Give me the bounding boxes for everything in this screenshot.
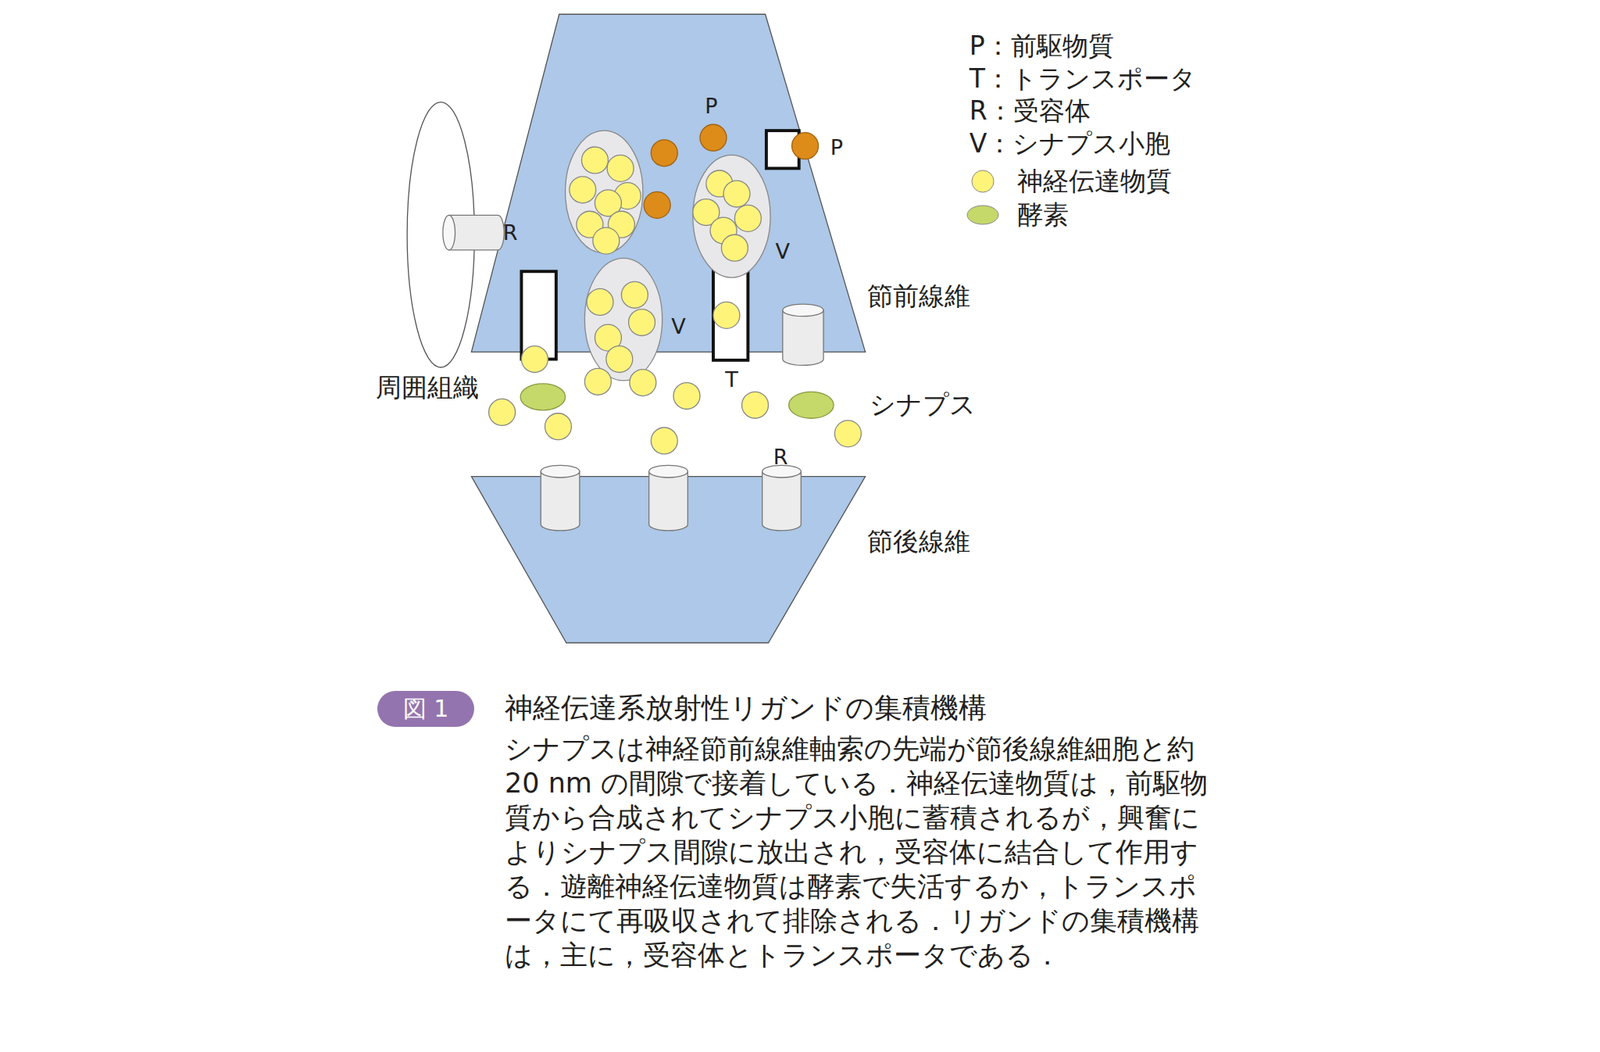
neurotransmitter-dot <box>584 367 611 395</box>
legend-text: V：シナプス小胞 <box>969 128 1172 160</box>
legend-text: R：受容体 <box>969 96 1091 128</box>
synaptic-vesicle <box>692 154 771 278</box>
transporter <box>713 267 748 361</box>
part-name: シナプス <box>869 389 976 421</box>
legend-swatch <box>971 170 994 193</box>
receptor <box>449 214 505 250</box>
receptor-opening <box>540 464 580 478</box>
neurotransmitter-dot <box>581 146 608 174</box>
receptor-opening <box>782 303 824 317</box>
neurotransmitter-dot <box>723 180 750 208</box>
neurotransmitter-dot <box>673 382 700 410</box>
legend-text: 神経伝達物質 <box>1017 166 1172 198</box>
neurotransmitter-dot <box>734 204 761 232</box>
neurotransmitter-dot <box>721 234 748 261</box>
receptor-opening <box>649 464 689 478</box>
neurotransmitter-dot <box>586 288 614 315</box>
synaptic-vesicle <box>584 257 662 381</box>
receptor-opening <box>442 214 456 250</box>
legend-swatch-box <box>965 167 1000 195</box>
neurotransmitter-dot <box>713 301 740 329</box>
part-letter: V <box>775 239 790 265</box>
legend-swatch-box <box>965 201 1000 229</box>
precursor-dot <box>650 139 678 167</box>
receptor <box>540 471 580 531</box>
precursor-dot <box>643 191 671 218</box>
neurotransmitter-dot <box>544 413 572 440</box>
figure-caption: シナプスは神経節前線維軸索の先端が節後線維細胞と約 20 nm の間隙で接着して… <box>504 731 1220 972</box>
part-letter: P <box>704 93 718 119</box>
legend-text: T：トランスポータ <box>969 63 1197 95</box>
part-name: 節後線維 <box>867 525 971 558</box>
receptor <box>649 471 689 531</box>
legend-text: 酵素 <box>1017 200 1069 232</box>
legend-swatch <box>967 205 999 225</box>
precursor-dot <box>700 124 727 151</box>
part-letter: R <box>773 444 789 470</box>
part-letter: P <box>830 135 843 161</box>
part-letter: V <box>671 314 686 340</box>
figure-badge: 図 1 <box>377 690 475 727</box>
part-name: 周囲組織 <box>375 371 479 404</box>
neurotransmitter-dot <box>834 420 861 447</box>
enzyme <box>520 383 565 411</box>
neurotransmitter-dot <box>607 154 634 182</box>
neurotransmitter-dot <box>650 427 678 454</box>
part-letter: T <box>725 366 739 392</box>
neurotransmitter-dot <box>629 369 657 397</box>
neurotransmitter-dot <box>621 281 648 308</box>
figure-title: 神経伝達系放射性リガンドの集積機構 <box>504 690 987 725</box>
receptor <box>782 310 824 365</box>
part-letter: R <box>503 219 518 245</box>
precursor-dot <box>792 132 819 160</box>
neurotransmitter-dot <box>742 391 769 418</box>
neurotransmitter-dot <box>521 346 548 373</box>
neurotransmitter-dot <box>489 398 516 425</box>
neurotransmitter-dot <box>592 227 620 254</box>
neurotransmitter-dot <box>628 309 656 336</box>
part-name: 節前線維 <box>867 280 971 312</box>
neurotransmitter-dot <box>606 346 633 373</box>
figure-number: 図 1 <box>403 694 450 723</box>
receptor <box>762 471 802 531</box>
enzyme <box>789 391 834 418</box>
transporter <box>521 271 556 359</box>
neurotransmitter-dot <box>569 176 597 204</box>
legend-text: P：前駆物質 <box>969 30 1115 62</box>
